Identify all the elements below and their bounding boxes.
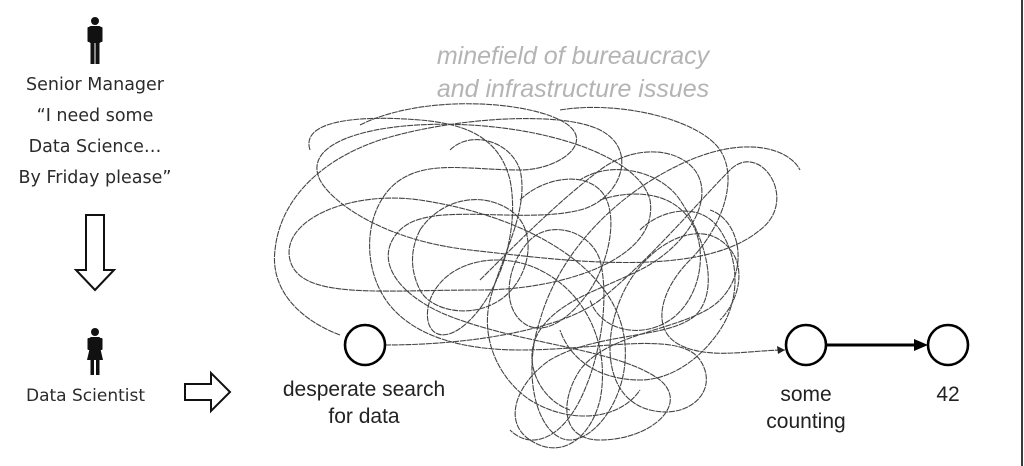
caption-line-2: and infrastructure issues [436,75,710,103]
right-edge-divider [1021,0,1023,466]
right-arrow-icon [184,370,232,414]
quote-line-2: Data Science… [28,137,162,157]
female-person-icon [87,328,103,375]
data-scientist-label: Data Scientist [26,386,145,406]
male-person-icon [87,17,103,64]
node-search-label: desperate search for data [264,376,464,430]
node-counting-label: some counting [746,381,866,435]
minefield-caption: minefield of bureaucracy and infrastruct… [410,40,736,106]
node-search-circle [343,323,387,367]
edge-arrowhead-icon [914,339,928,351]
node-search-label-line-1: desperate search [282,378,446,401]
node-counting-label-line-1: some [780,383,832,406]
caption-line-1: minefield of bureaucracy [436,42,710,70]
node-answer-label: 42 [918,381,978,408]
senior-manager-text: Senior Manager “I need some Data Science… [0,70,190,194]
node-answer-label-line-1: 42 [936,383,960,406]
node-counting-label-line-2: counting [766,410,846,433]
node-answer-circle [926,323,970,367]
node-search-label-line-2: for data [328,405,400,428]
node-counting-circle [784,323,828,367]
quote-line-1: “I need some [36,106,154,126]
quote-line-3: By Friday please” [18,168,172,188]
down-arrow-icon [73,214,117,292]
tangled-path-scribble [273,103,801,449]
senior-manager-title: Senior Manager [25,75,164,95]
scribble-arrowhead-icon [777,346,785,354]
